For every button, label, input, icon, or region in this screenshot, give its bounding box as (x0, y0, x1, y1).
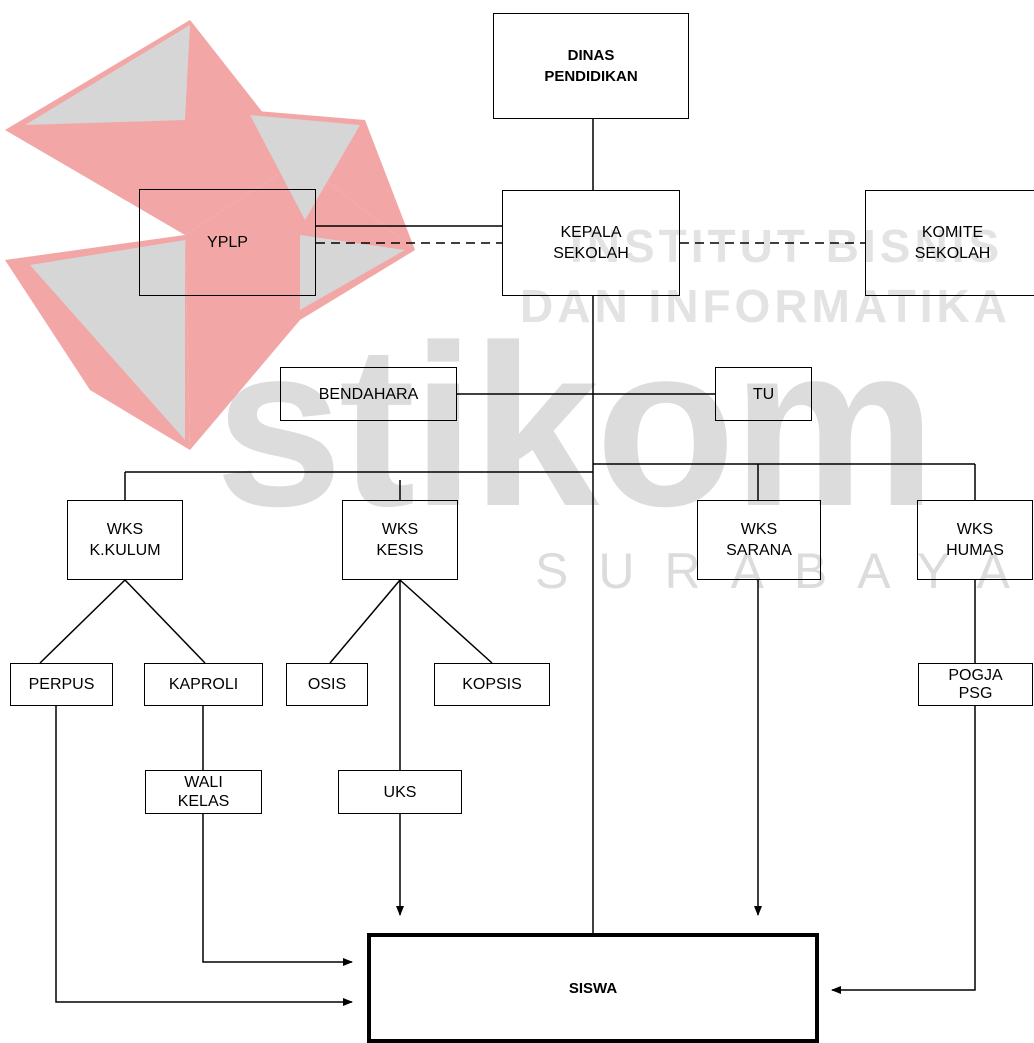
node-pogja-psg: POGJA PSG (918, 663, 1033, 706)
node-siswa: SISWA (367, 933, 819, 1043)
node-wks-kurikulum: WKS K.KULUM (67, 500, 183, 580)
node-kepala-sekolah: KEPALA SEKOLAH (502, 190, 680, 296)
node-osis: OSIS (286, 663, 368, 706)
node-kaproli: KAPROLI (144, 663, 263, 706)
node-kopsis: KOPSIS (434, 663, 550, 706)
node-wks-humas: WKS HUMAS (917, 500, 1033, 580)
node-dinas-pendidikan: DINAS PENDIDIKAN (493, 13, 689, 119)
node-yplp: YPLP (139, 189, 316, 296)
node-wks-sarana: WKS SARANA (697, 500, 821, 580)
node-komite-sekolah: KOMITE SEKOLAH (865, 190, 1034, 296)
node-wks-kesis: WKS KESIS (342, 500, 458, 580)
watermark-line2: DAN INFORMATIKA (520, 280, 1011, 332)
watermark-logo-text: stikom (215, 297, 932, 554)
node-wali-kelas: WALI KELAS (145, 770, 262, 814)
node-bendahara: BENDAHARA (280, 367, 457, 421)
node-uks: UKS (338, 770, 462, 814)
watermark-line1: INSTITUT BISNIS (570, 220, 1003, 272)
watermark-emblem-icon (5, 20, 415, 450)
watermark-city: SURABAYA (535, 543, 1034, 599)
node-tu: TU (715, 367, 812, 421)
node-perpus: PERPUS (10, 663, 113, 706)
